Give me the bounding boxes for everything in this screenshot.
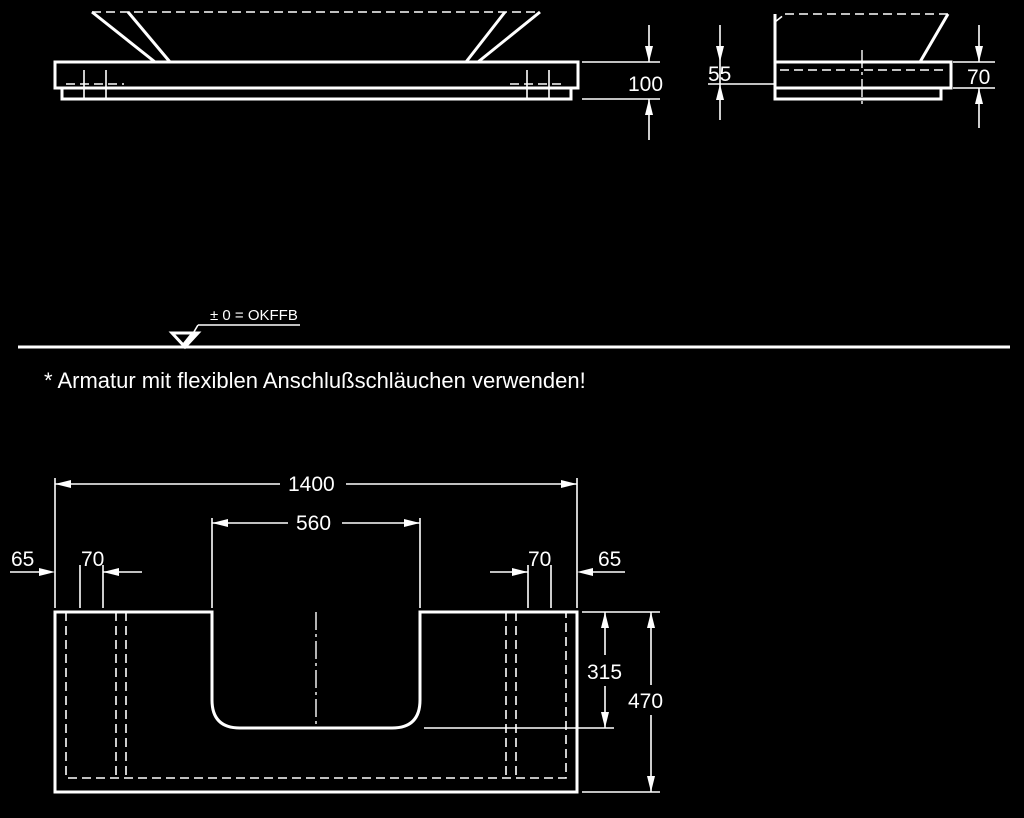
side-top-slab bbox=[773, 60, 953, 90]
right-edge-dimension: 65 bbox=[577, 548, 625, 576]
cutout-width-label: 560 bbox=[296, 512, 331, 535]
side-dim-70-label: 70 bbox=[967, 66, 990, 89]
overall-depth-dimension: 470 bbox=[582, 611, 663, 793]
floor-level: ± 0 = OKFFB bbox=[18, 307, 1010, 350]
overall-depth-label: 470 bbox=[628, 690, 663, 713]
cutout-width-dimension: 560 bbox=[211, 512, 421, 608]
side-dimension-55: 55 bbox=[708, 25, 775, 120]
overall-width-label: 1400 bbox=[288, 473, 335, 496]
cutout-depth-label: 315 bbox=[587, 661, 622, 684]
front-height-label: 100 bbox=[628, 73, 663, 96]
front-elevation: 100 bbox=[53, 10, 663, 140]
plan-outline bbox=[53, 610, 579, 794]
side-dim-55-label: 55 bbox=[708, 63, 731, 86]
front-top-slab bbox=[53, 60, 580, 90]
front-lower-slab bbox=[60, 86, 573, 101]
cutout-depth-dimension: 315 bbox=[424, 611, 622, 729]
overall-width-dimension: 1400 bbox=[54, 473, 578, 608]
side-basin-front bbox=[918, 13, 950, 63]
side-dimension-70: 70 bbox=[953, 25, 995, 128]
left-post-label: 70 bbox=[81, 548, 104, 571]
plan-hidden-lines bbox=[65, 612, 567, 779]
right-post-label: 70 bbox=[528, 548, 551, 571]
front-fixing-marks bbox=[66, 70, 566, 99]
front-basin-outline bbox=[91, 10, 541, 64]
side-elevation: 55 70 bbox=[708, 13, 995, 128]
right-edge-label: 65 bbox=[598, 548, 621, 571]
left-post-dimension: 70 bbox=[79, 548, 142, 608]
floor-level-label: ± 0 = OKFFB bbox=[210, 307, 298, 324]
right-post-dimension: 70 bbox=[490, 548, 552, 608]
installation-note: * Armatur mit flexiblen Anschlußschläuch… bbox=[44, 368, 586, 393]
plan-view: 1400 560 65 70 bbox=[10, 473, 663, 794]
side-lower-slab bbox=[773, 86, 943, 101]
left-edge-label: 65 bbox=[11, 548, 34, 571]
side-basin-hidden bbox=[774, 13, 948, 23]
left-edge-dimension: 65 bbox=[10, 548, 55, 576]
front-height-dimension: 100 bbox=[582, 25, 663, 140]
